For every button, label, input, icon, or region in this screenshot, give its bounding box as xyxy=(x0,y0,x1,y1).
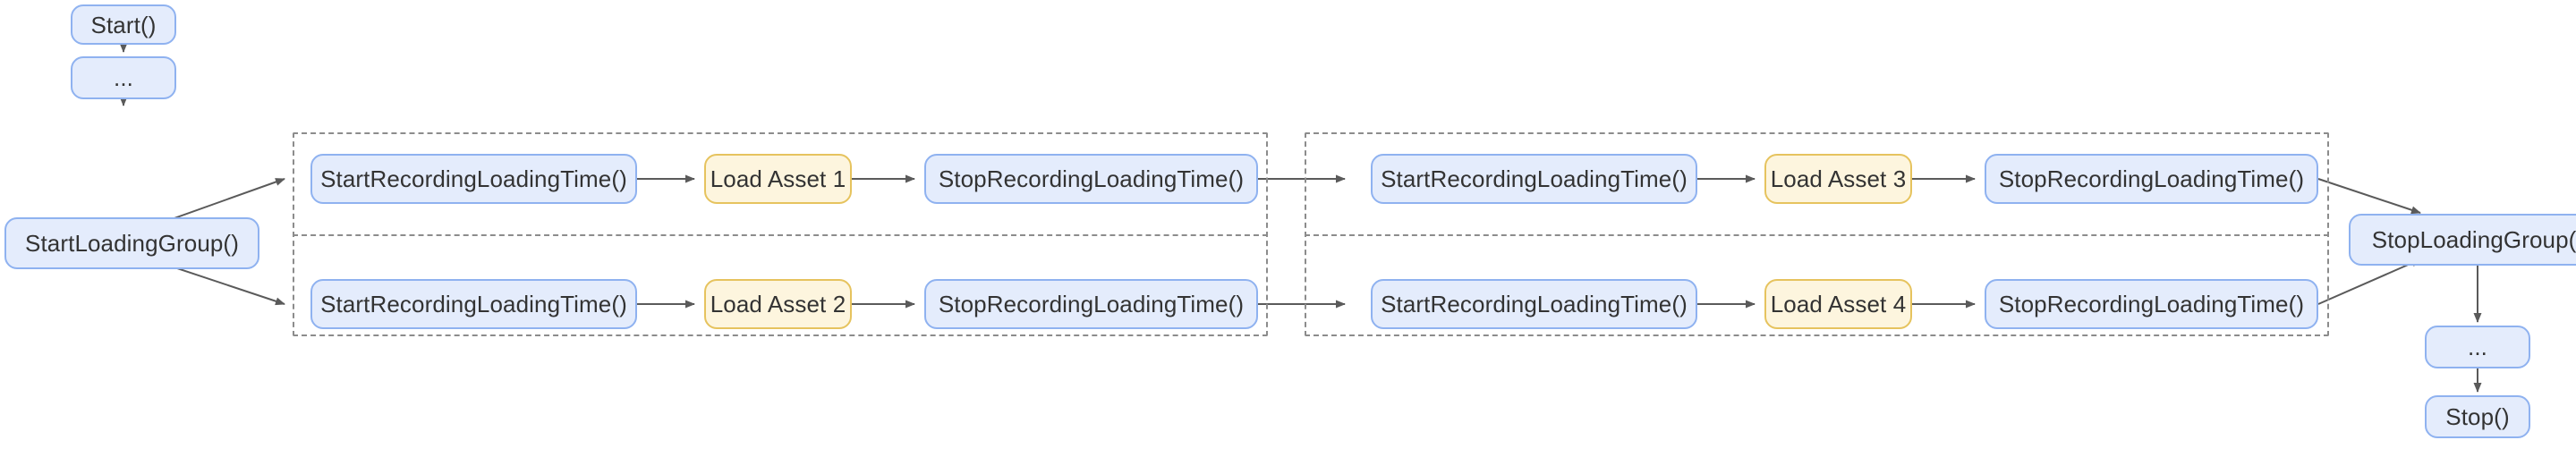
group-2-row-2-step-2[interactable]: Load Asset 4 xyxy=(1764,279,1912,329)
group-1-row-2-step-1[interactable]: StartRecordingLoadingTime() xyxy=(310,279,637,329)
group-2-row-1-step-1[interactable]: StartRecordingLoadingTime() xyxy=(1371,154,1697,204)
group-2-row-1-step-2-label: Load Asset 3 xyxy=(1770,165,1907,192)
group-2-row-2-step-1[interactable]: StartRecordingLoadingTime() xyxy=(1371,279,1697,329)
group-2-row-1-step-2[interactable]: Load Asset 3 xyxy=(1764,154,1912,204)
group-2-divider xyxy=(1305,234,2329,236)
node-stop-loading-group[interactable]: StopLoadingGroup() xyxy=(2349,214,2576,266)
node-start-loading-group[interactable]: StartLoadingGroup() xyxy=(4,217,259,269)
node-ellipsis-bottom-label: ... xyxy=(2468,334,2487,360)
group-1-row-1-step-2[interactable]: Load Asset 1 xyxy=(704,154,852,204)
node-ellipsis-top[interactable]: ... xyxy=(71,56,176,99)
group-1-row-1-step-3[interactable]: StopRecordingLoadingTime() xyxy=(924,154,1258,204)
group-2-row-2-step-3-label: StopRecordingLoadingTime() xyxy=(1998,291,2305,317)
group-1-row-2-step-2-label: Load Asset 2 xyxy=(710,291,846,317)
group-1-row-2-step-3-label: StopRecordingLoadingTime() xyxy=(938,291,1245,317)
node-start-label: Start() xyxy=(90,11,157,38)
node-stop-loading-group-label: StopLoadingGroup() xyxy=(2371,226,2576,253)
group-1-row-1-step-2-label: Load Asset 1 xyxy=(710,165,846,192)
group-2-row-2-step-3[interactable]: StopRecordingLoadingTime() xyxy=(1985,279,2318,329)
node-ellipsis-top-label: ... xyxy=(114,64,133,91)
group-1-row-1-step-1-label: StartRecordingLoadingTime() xyxy=(320,165,627,192)
node-stop-label: Stop() xyxy=(2445,403,2510,430)
group-1-row-2-step-1-label: StartRecordingLoadingTime() xyxy=(320,291,627,317)
group-2-row-2-step-2-label: Load Asset 4 xyxy=(1770,291,1907,317)
group-1-row-2-step-3[interactable]: StopRecordingLoadingTime() xyxy=(924,279,1258,329)
group-1-row-1-step-3-label: StopRecordingLoadingTime() xyxy=(938,165,1245,192)
group-2-row-1-step-1-label: StartRecordingLoadingTime() xyxy=(1381,165,1688,192)
group-1-row-2-step-2[interactable]: Load Asset 2 xyxy=(704,279,852,329)
node-start-loading-group-label: StartLoadingGroup() xyxy=(25,230,239,257)
group-1-row-1-step-1[interactable]: StartRecordingLoadingTime() xyxy=(310,154,637,204)
group-2-row-1-step-3-label: StopRecordingLoadingTime() xyxy=(1998,165,2305,192)
node-stop[interactable]: Stop() xyxy=(2425,395,2530,438)
group-2-row-2-step-1-label: StartRecordingLoadingTime() xyxy=(1381,291,1688,317)
node-start[interactable]: Start() xyxy=(71,4,176,45)
node-ellipsis-bottom[interactable]: ... xyxy=(2425,326,2530,368)
group-1-divider xyxy=(293,234,1268,236)
group-2-row-1-step-3[interactable]: StopRecordingLoadingTime() xyxy=(1985,154,2318,204)
